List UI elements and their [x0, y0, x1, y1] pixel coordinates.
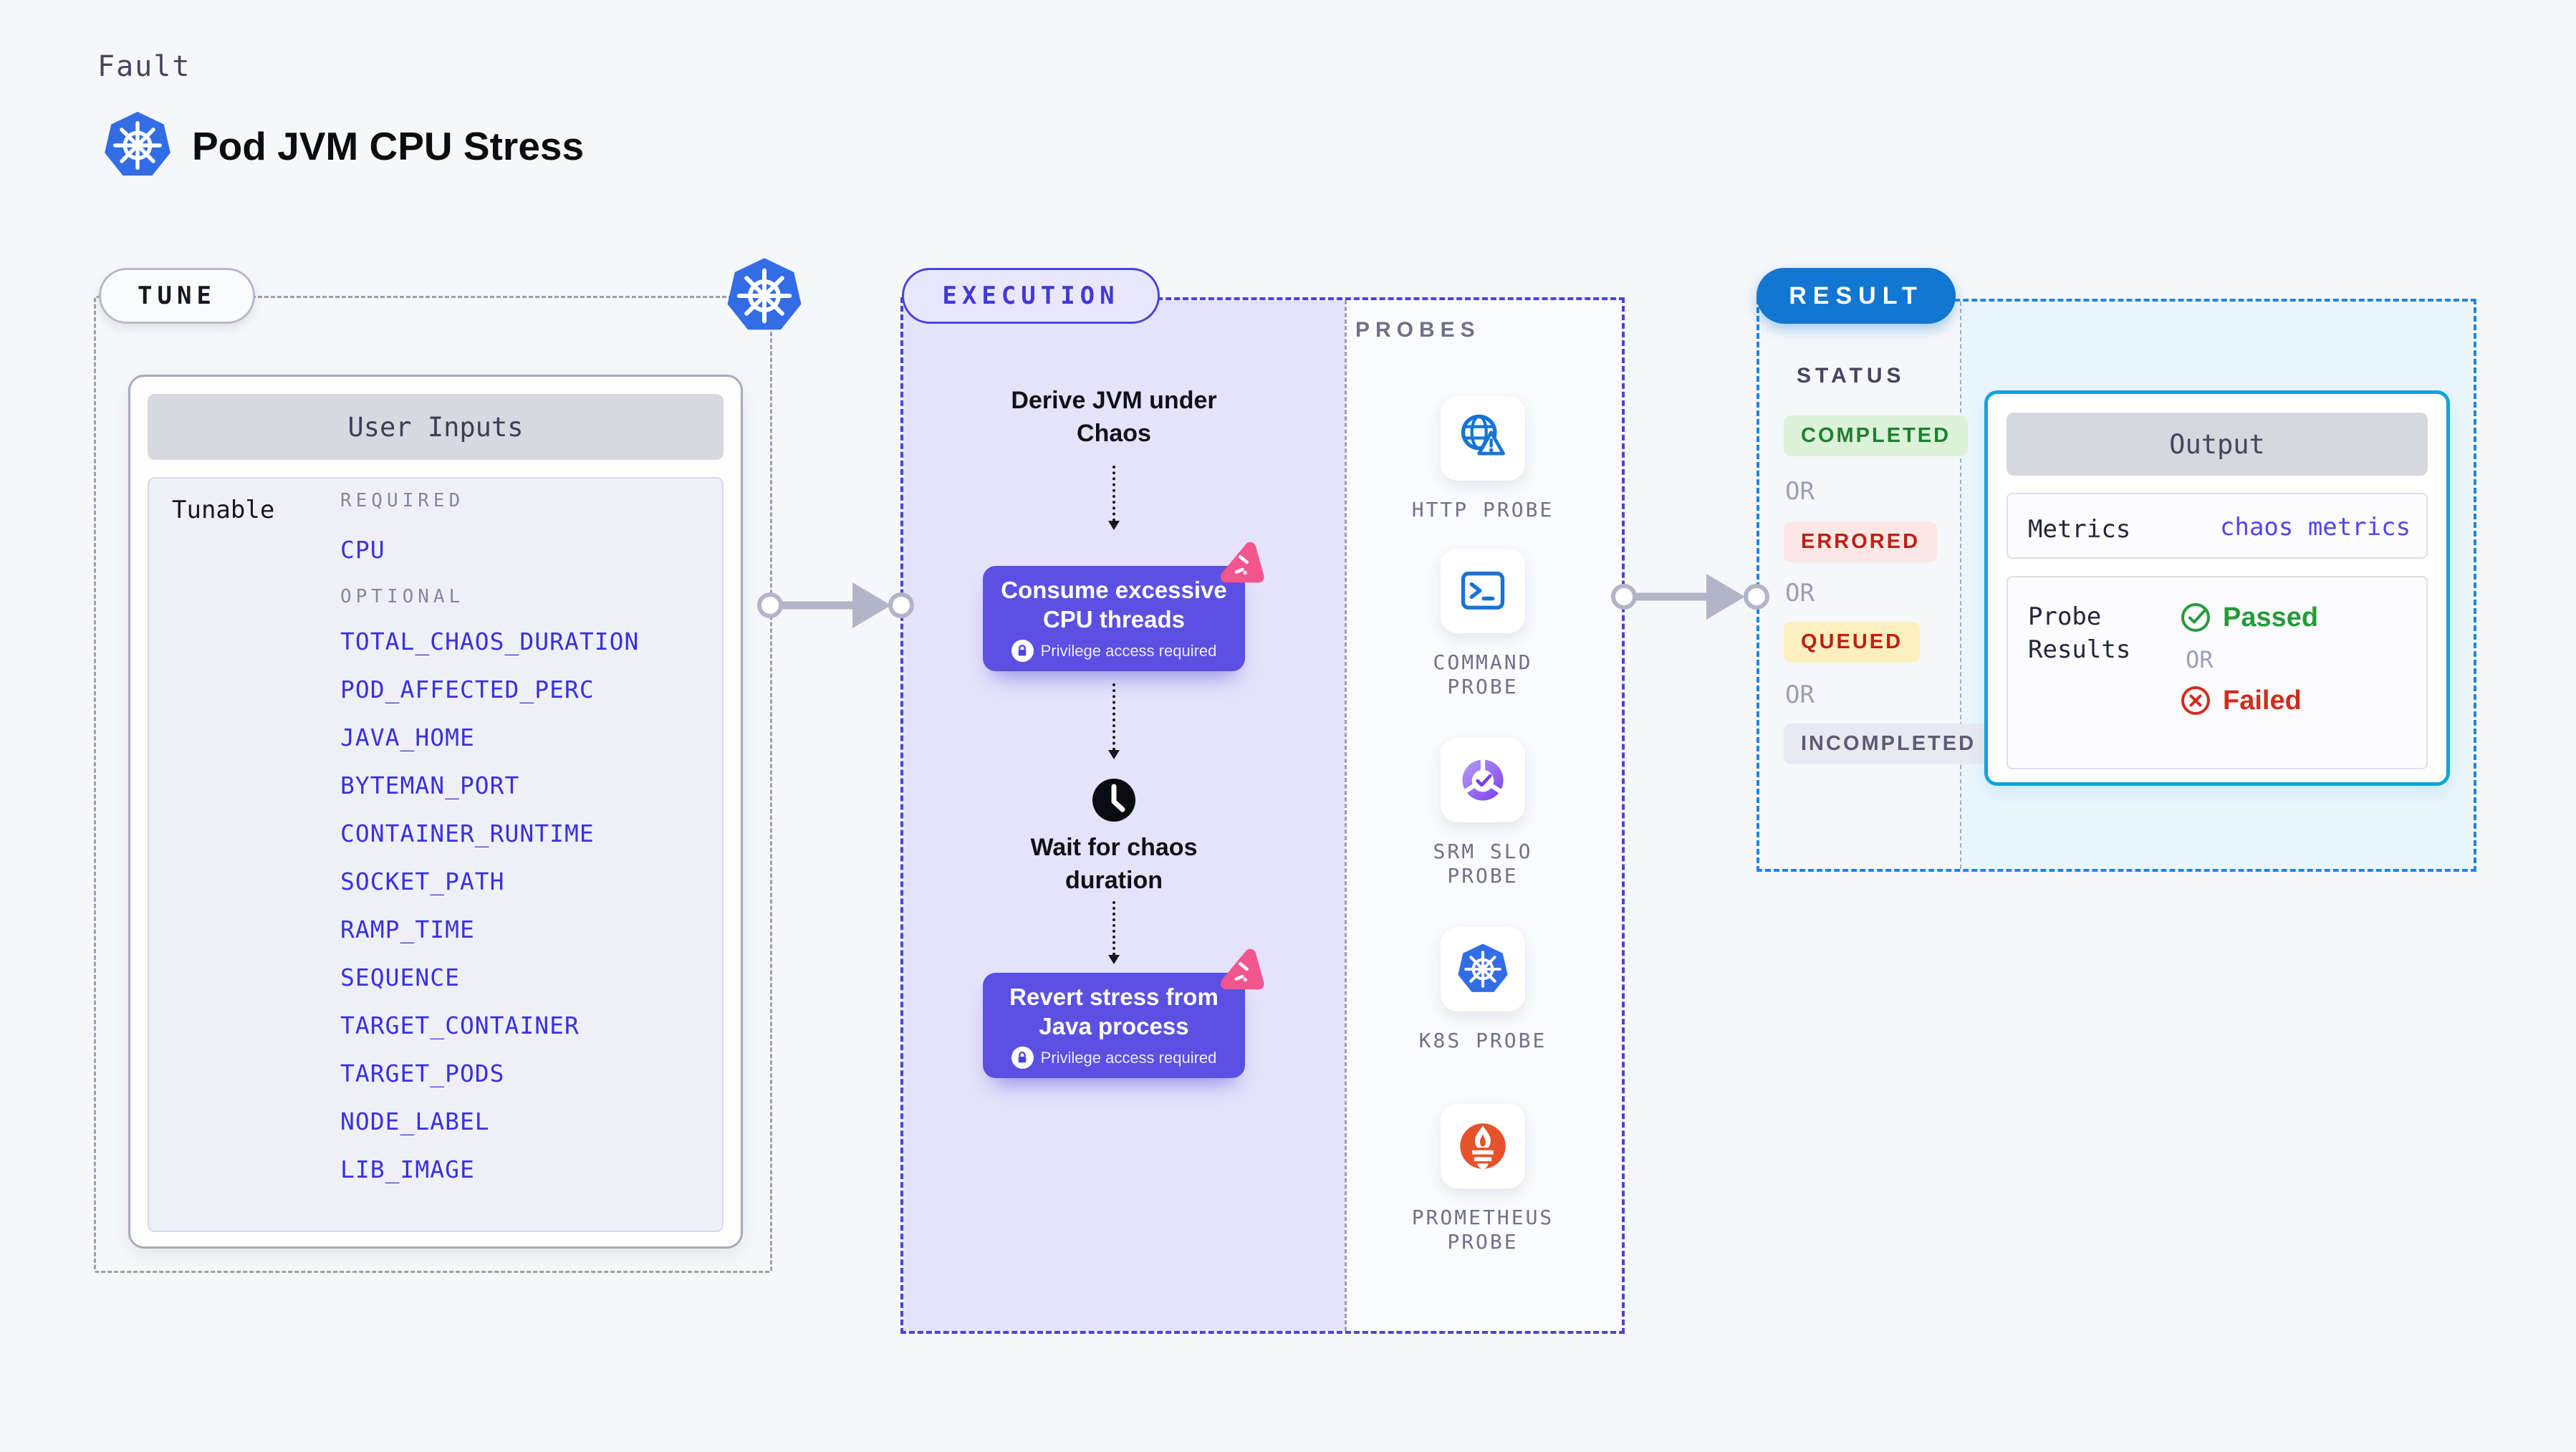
arrow-execution-to-result-icon: [1611, 574, 1769, 620]
command-probe-icon: [1441, 549, 1525, 633]
probe-command: COMMAND PROBE: [1397, 549, 1569, 699]
tunable-item: TARGET_PODS: [340, 1059, 505, 1087]
output-title: Output: [2007, 413, 2428, 476]
consume-cpu-threads-label: Consume excessive CPU threads: [1001, 577, 1227, 633]
tunable-item: LIB_IMAGE: [340, 1155, 475, 1183]
privilege-note: Privilege access required: [1011, 640, 1217, 662]
k8s-probe-icon: [1441, 927, 1525, 1011]
flow-arrow-down-icon: [1108, 683, 1120, 759]
execution-section-badge: EXECUTION: [902, 268, 1160, 324]
step-derive-jvm: Derive JVM under Chaos: [1011, 387, 1217, 447]
tunable-item: POD_AFFECTED_PERC: [340, 675, 595, 703]
or-separator: OR: [1785, 477, 1815, 506]
tunable-item: SEQUENCE: [340, 963, 460, 991]
tunable-item: TOTAL_CHAOS_DURATION: [340, 628, 640, 655]
or-separator: OR: [2186, 646, 2214, 673]
status-badge-errored: ERRORED: [1784, 521, 1938, 562]
failed-label: Failed: [2223, 685, 2302, 716]
kubernetes-icon: [725, 256, 804, 335]
tunable-item: JAVA_HOME: [340, 723, 475, 751]
probe-label: HTTP PROBE: [1411, 498, 1554, 521]
tunable-row-label: Tunable: [172, 496, 275, 524]
required-section-label: REQUIRED: [340, 490, 465, 511]
arrow-tune-to-execution-icon: [757, 582, 914, 628]
status-badge-incompleted: INCOMPLETED: [1784, 723, 1994, 764]
tunable-item: TARGET_CONTAINER: [340, 1011, 580, 1039]
kubernetes-icon: [102, 110, 173, 181]
x-circle-icon: [2181, 686, 2210, 715]
http-probe-icon: [1441, 396, 1525, 481]
probe-failed: Failed: [2180, 685, 2318, 716]
check-circle-icon: [2181, 603, 2210, 632]
output-card: Output Metrics chaos metrics Probe Resul…: [1984, 390, 2450, 786]
tunable-item: RAMP_TIME: [340, 915, 475, 943]
tune-section-badge: TUNE: [99, 268, 255, 324]
clock-icon: [1091, 777, 1137, 823]
result-divider: [1960, 302, 1961, 869]
user-inputs-body: Tunable REQUIRED CPU OPTIONAL TOTAL_CHAO…: [148, 477, 724, 1232]
probe-passed: Passed: [2180, 602, 2318, 633]
privilege-note: Privilege access required: [1011, 1047, 1217, 1069]
tunable-item: BYTEMAN_PORT: [340, 771, 520, 799]
tunable-item: SOCKET_PATH: [340, 867, 505, 895]
lock-icon: [1011, 1047, 1034, 1069]
consume-cpu-threads-button[interactable]: Consume excessive CPU threads Privilege …: [983, 566, 1245, 671]
probe-results-row: Probe Results Passed OR Failed: [2007, 576, 2428, 769]
lock-icon: [1011, 640, 1034, 662]
metrics-row: Metrics chaos metrics: [2007, 493, 2428, 559]
user-inputs-card: User Inputs Tunable REQUIRED CPU OPTIONA…: [128, 375, 743, 1249]
probe-label: K8S PROBE: [1418, 1029, 1547, 1052]
tunable-item: CONTAINER_RUNTIME: [340, 819, 595, 847]
user-inputs-title: User Inputs: [148, 394, 724, 460]
or-separator: OR: [1785, 681, 1815, 709]
page-title: Pod JVM CPU Stress: [192, 124, 585, 168]
optional-tunables-list: TOTAL_CHAOS_DURATION POD_AFFECTED_PERC J…: [340, 628, 639, 1184]
chaos-fault-icon: [1208, 944, 1269, 1006]
probe-label: COMMAND PROBE: [1433, 650, 1533, 698]
tune-section-outline: [94, 296, 772, 1273]
probe-http: HTTP PROBE: [1397, 396, 1569, 522]
metrics-label: Metrics: [2028, 515, 2131, 544]
chaos-metrics-link[interactable]: chaos metrics: [2220, 513, 2411, 542]
privilege-note-text: Privilege access required: [1040, 1048, 1217, 1067]
probe-label: SRM SLO PROBE: [1433, 840, 1533, 888]
probe-k8s: K8S PROBE: [1397, 927, 1569, 1053]
srm-slo-probe-icon: [1441, 738, 1525, 822]
optional-section-label: OPTIONAL: [340, 586, 465, 607]
passed-label: Passed: [2223, 602, 2319, 633]
step-wait-duration: Wait for chaos duration: [1030, 834, 1198, 894]
flow-arrow-down-icon: [1108, 466, 1120, 530]
probe-srm-slo: SRM SLO PROBE: [1397, 738, 1569, 888]
flow-arrow-down-icon: [1108, 901, 1120, 964]
status-badge-queued: QUEUED: [1784, 622, 1921, 663]
prometheus-probe-icon: [1441, 1104, 1525, 1188]
fault-kicker: Fault: [97, 50, 191, 83]
status-column-label: STATUS: [1797, 364, 1905, 388]
result-section-badge: RESULT: [1756, 268, 1956, 324]
probe-results-values: Passed OR Failed: [2180, 602, 2318, 716]
tunable-item: NODE_LABEL: [340, 1107, 490, 1135]
revert-stress-label: Revert stress from Java process: [1009, 984, 1219, 1039]
probe-label: PROMETHEUS PROBE: [1411, 1206, 1554, 1254]
tunable-item: CPU: [340, 536, 385, 564]
status-badge-completed: COMPLETED: [1784, 415, 1969, 456]
probe-results-label: Probe Results: [2028, 602, 2131, 664]
or-separator: OR: [1785, 579, 1815, 607]
probes-column-label: PROBES: [1355, 318, 1481, 342]
privilege-note-text: Privilege access required: [1040, 641, 1217, 660]
chaos-fault-icon: [1208, 537, 1269, 599]
revert-stress-button[interactable]: Revert stress from Java process Privileg…: [983, 973, 1245, 1078]
probe-prometheus: PROMETHEUS PROBE: [1397, 1104, 1569, 1254]
